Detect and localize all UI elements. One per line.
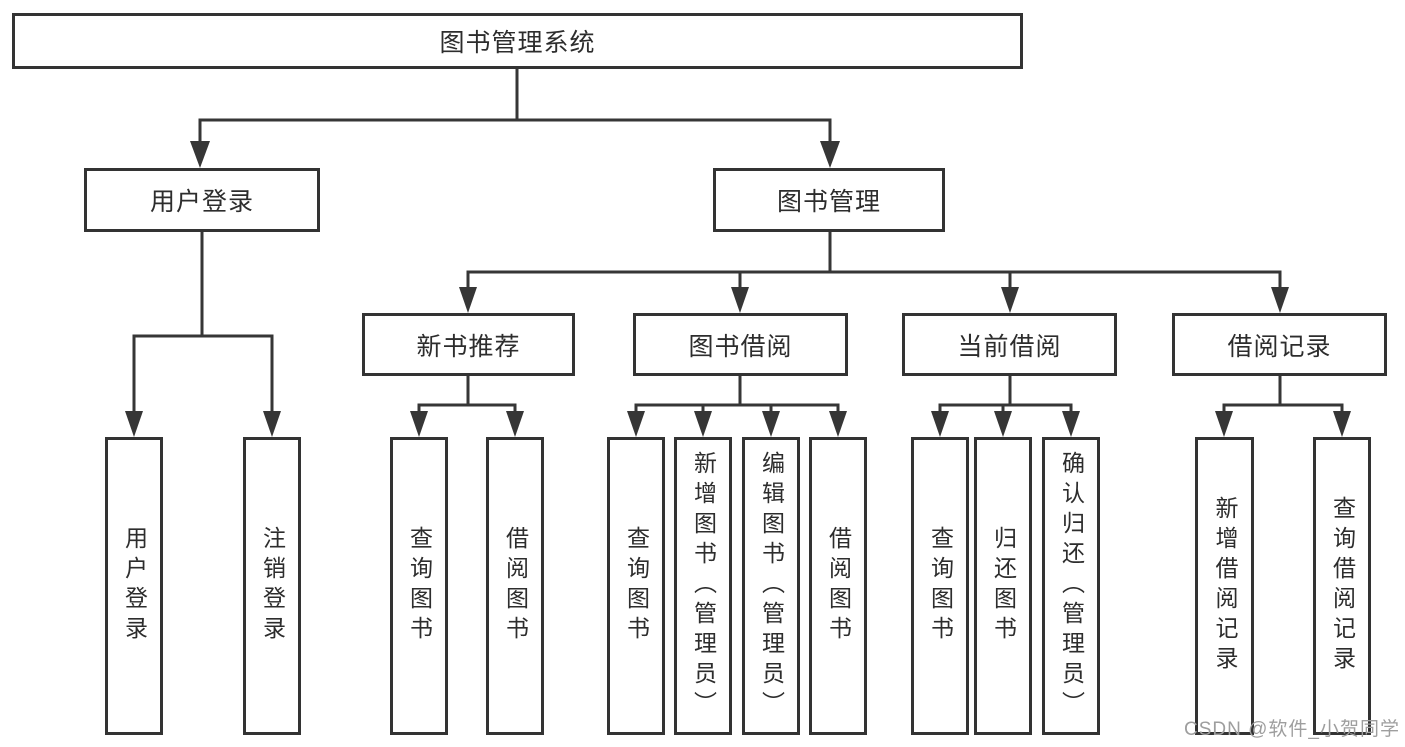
leaf-query-borrow-record: 查询借阅记录 — [1313, 437, 1371, 735]
node-new-book-recommend: 新书推荐 — [362, 313, 575, 376]
node-borrow-records: 借阅记录 — [1172, 313, 1387, 376]
leaf-add-books-admin: 新增图书（管理员） — [674, 437, 732, 735]
leaf-confirm-return-admin: 确认归还（管理员） — [1042, 437, 1100, 735]
leaf-logout: 注销登录 — [243, 437, 301, 735]
leaf-user-login: 用户登录 — [105, 437, 163, 735]
leaf-edit-books-admin: 编辑图书（管理员） — [742, 437, 800, 735]
node-current-borrow: 当前借阅 — [902, 313, 1117, 376]
csdn-watermark: CSDN @软件_小贺同学 — [1184, 719, 1400, 740]
leaf-add-borrow-record: 新增借阅记录 — [1195, 437, 1254, 735]
leaf-return-books: 归还图书 — [974, 437, 1032, 735]
node-book-management-branch: 图书管理 — [713, 168, 945, 232]
leaf-borrow-books: 借阅图书 — [809, 437, 867, 735]
leaf-query-books-borrow: 查询图书 — [607, 437, 665, 735]
leaf-query-books-current: 查询图书 — [911, 437, 969, 735]
node-user-login-branch: 用户登录 — [84, 168, 320, 232]
node-root-system: 图书管理系统 — [12, 13, 1023, 69]
node-book-borrow: 图书借阅 — [633, 313, 848, 376]
leaf-query-books-recommend: 查询图书 — [390, 437, 448, 735]
leaf-borrow-books-recommend: 借阅图书 — [486, 437, 544, 735]
